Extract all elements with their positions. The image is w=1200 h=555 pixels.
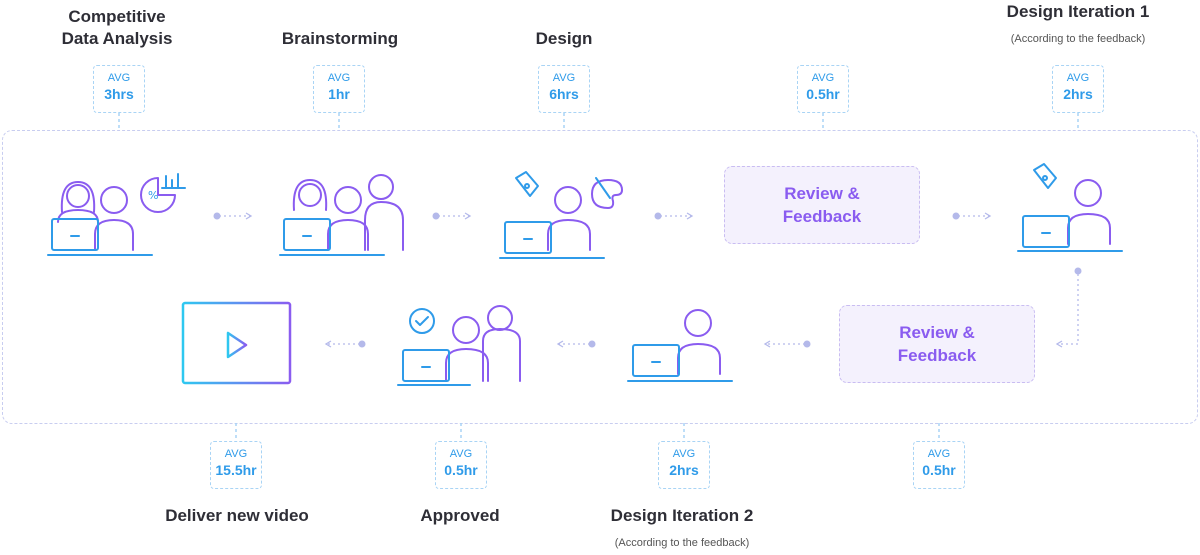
step-title-deliver: Deliver new video [165,506,309,525]
avg-badge-competitive-analysis: AVG 3hrs [93,65,145,113]
avg-badge-design-iteration-2: AVG 2hrs [658,441,710,489]
flow-connector-down [1055,274,1079,348]
step-title-approved: Approved [420,506,500,525]
flow-arrows-row1 [219,212,992,220]
avg-badge-deliver: AVG 15.5hr [210,441,262,489]
avg-badge-design: AVG 6hrs [538,65,590,113]
avg-label: AVG [552,72,576,84]
avg-badge-brainstorming: AVG 1hr [313,65,365,113]
avg-value: 0.5hr [444,462,478,478]
avg-badge-review-1: AVG 0.5hr [797,65,849,113]
avg-value: 0.5hr [922,462,956,478]
flow-arrows-row2 [324,340,805,348]
two-people-laptop-chart-icon: % [47,173,186,256]
process-container [2,130,1198,424]
review-feedback-box-2: Review & Feedback [839,305,1035,383]
step-title-design-iteration-2: Design Iteration 2 [610,506,754,525]
svg-text:%: % [148,189,158,202]
avg-label: AVG [672,448,696,460]
step-title-design-iteration-1: Design Iteration 1 [1006,2,1150,21]
avg-value: 0.5hr [806,86,840,102]
avg-label: AVG [1066,72,1090,84]
avg-value: 1hr [328,86,350,102]
three-people-laptop-icon [279,174,404,256]
step-title-design: Design [535,29,593,48]
designer-laptop-pen-icon [1017,163,1123,252]
avg-value: 3hrs [104,86,134,102]
badge-connectors [118,113,1079,441]
avg-value: 6hrs [549,86,579,102]
step-title-competitive-analysis: Competitive Data Analysis [61,7,173,48]
two-people-laptop-check-icon [397,305,521,386]
step-title-brainstorming: Brainstorming [281,29,399,48]
avg-value: 2hrs [1063,86,1093,102]
flow-dots-row2 [358,340,811,348]
step-subtitle-design-iteration-2: (According to the feedback) [614,537,750,549]
avg-value: 2hrs [669,462,699,478]
avg-badge-approved: AVG 0.5hr [435,441,487,489]
avg-label: AVG [107,72,131,84]
avg-label: AVG [224,448,248,460]
video-player-icon [181,301,292,385]
avg-label: AVG [327,72,351,84]
avg-value: 15.5hr [215,462,257,478]
step-subtitle-design-iteration-1: (According to the feedback) [1010,33,1146,45]
avg-badge-review-2: AVG 0.5hr [913,441,965,489]
flow-dots-row1 [213,212,1082,275]
person-laptop-icon [627,309,733,382]
avg-badge-design-iteration-1: AVG 2hrs [1052,65,1104,113]
avg-label: AVG [811,72,835,84]
review-feedback-box-1: Review & Feedback [724,166,920,244]
designer-laptop-pen-palette-icon [499,171,623,259]
avg-label: AVG [449,448,473,460]
avg-label: AVG [927,448,951,460]
